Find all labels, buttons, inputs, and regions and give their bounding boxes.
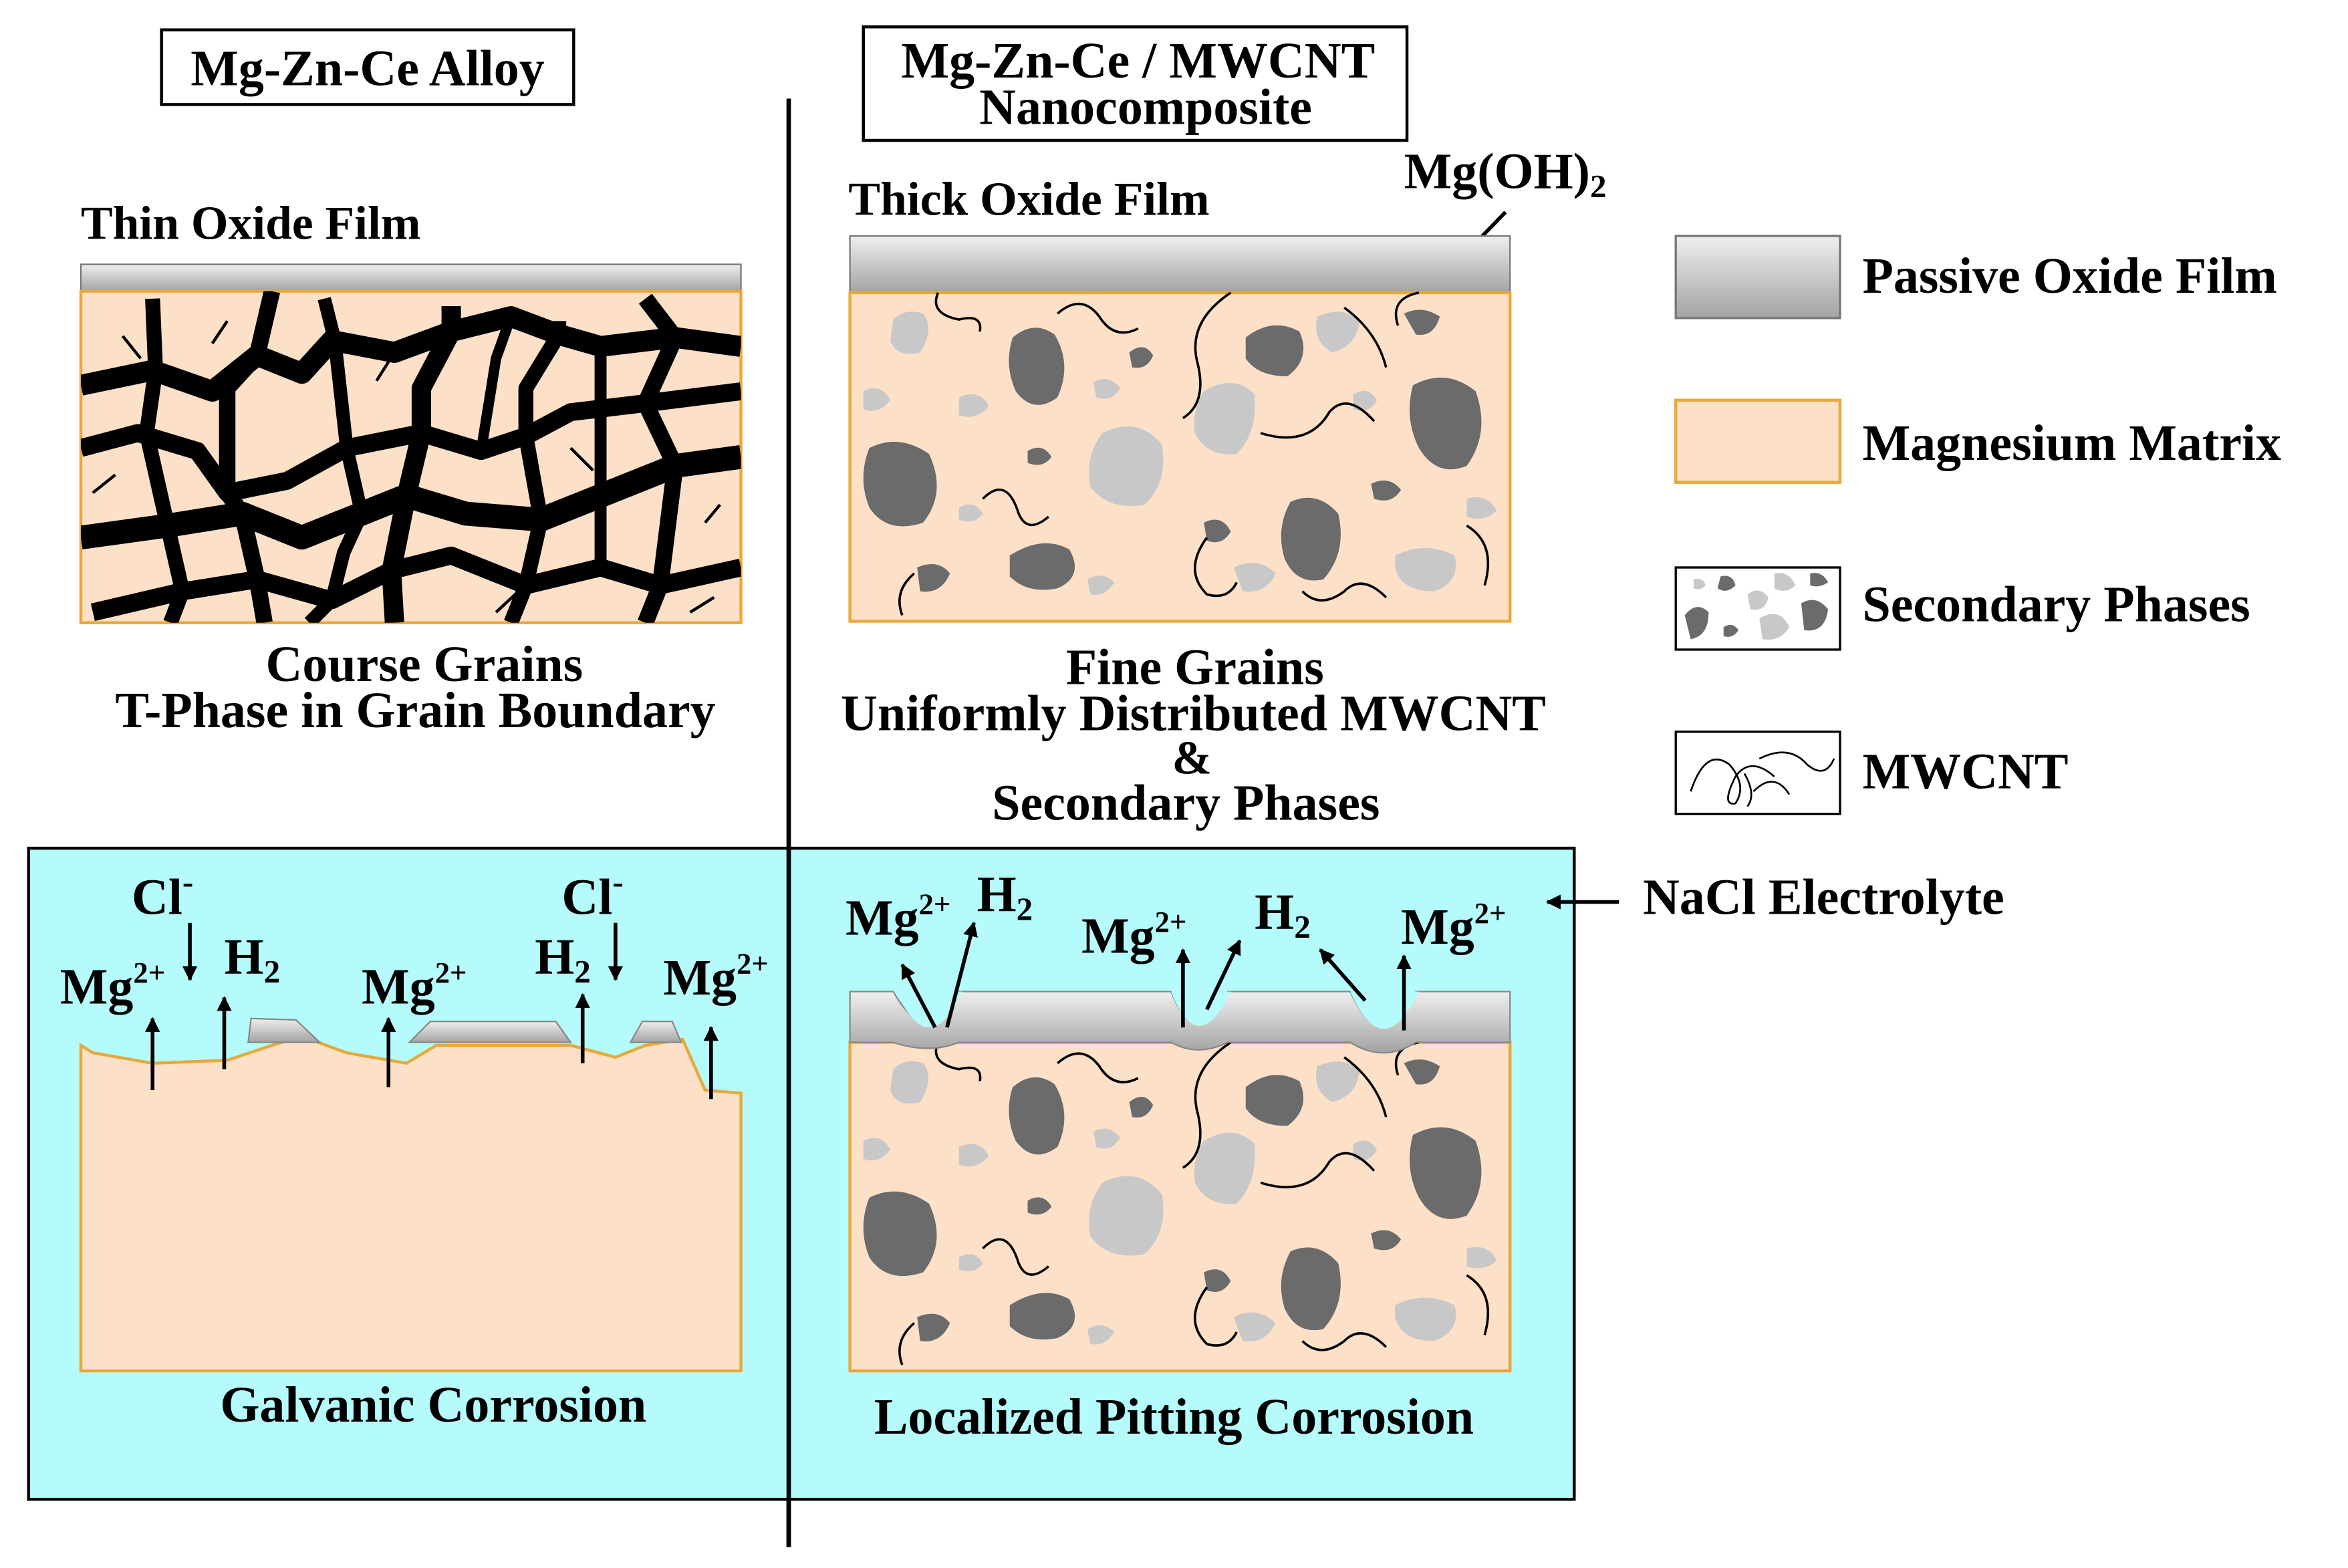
- pit-3: [1350, 991, 1419, 1029]
- composite-caption-mwcnt: Uniformly Distributed MWCNT: [841, 686, 1546, 742]
- composite-caption-ampersand: &: [1172, 731, 1212, 784]
- thin-oxide-film: [80, 263, 742, 292]
- h2-label-3: H2: [977, 866, 1033, 927]
- legend-mwcnt-lines: [1690, 751, 1835, 807]
- composite-title-box: [862, 25, 1409, 142]
- h2-arrow-4: [1205, 939, 1242, 1011]
- legend: Passive Oxide Film Magnesium Matrix Seco…: [1674, 235, 2282, 815]
- legend-label-mwcnt: MWCNT: [1863, 744, 2069, 800]
- oxide-remnant-2: [407, 1021, 573, 1043]
- legend-label-phases: Secondary Phases: [1863, 576, 2250, 632]
- mg-ion-label-3: Mg2+: [663, 947, 768, 1006]
- galvanic-corrosion-label: Galvanic Corrosion: [220, 1377, 646, 1433]
- thick-oxide-film-label: Thick Oxide Film: [848, 173, 1209, 226]
- alloy-caption-grains: Course Grains: [266, 636, 583, 692]
- legend-label-oxide: Passive Oxide Film: [1863, 248, 2277, 304]
- pit-1: [896, 991, 962, 1028]
- cl-ion-label-1: Cl-: [132, 864, 193, 925]
- alloy-title: Mg-Zn-Ce Alloy: [190, 40, 545, 96]
- cl-ion-label-2: Cl-: [561, 864, 623, 925]
- h2-arrow-5: [1319, 948, 1367, 1002]
- legend-phase-dots: [1684, 573, 1829, 640]
- mg-ion-label-2: Mg2+: [362, 956, 467, 1015]
- oxide-remnant-3: [629, 1021, 682, 1043]
- legend-swatch-matrix: [1674, 398, 1842, 484]
- alloy-caption-tphase: T-Phase in Grain Boundary: [115, 682, 715, 739]
- mg-ion-label-6: Mg2+: [1401, 896, 1506, 955]
- composite-title-line1: Mg-Zn-Ce / MWCNT: [901, 33, 1375, 89]
- legend-label-matrix: Magnesium Matrix: [1863, 415, 2282, 471]
- pit-2: [1171, 991, 1231, 1026]
- thin-oxide-film-label: Thin Oxide Film: [81, 197, 420, 249]
- composite-caption-grains: Fine Grains: [1066, 639, 1324, 695]
- thick-oxide-film: [849, 235, 1511, 294]
- nacl-electrolyte-label: NaCl Electrolyte: [1643, 869, 2004, 925]
- h2-label-2: H2: [535, 929, 591, 990]
- hydroxide-label: Mg(OH)2: [1404, 144, 1607, 205]
- legend-swatch-oxide: [1674, 235, 1841, 319]
- h2-label-1: H2: [224, 929, 280, 990]
- alloy-title-box: [160, 28, 575, 106]
- composite-title-line2: Nanocomposite: [979, 79, 1312, 135]
- mg-ion-label-1: Mg2+: [60, 956, 165, 1015]
- pitting-corrosion-label: Localized Pitting Corrosion: [874, 1389, 1474, 1445]
- h2-arrow-3: [945, 921, 978, 1028]
- mg-ion-label-5: Mg2+: [1081, 905, 1186, 964]
- h2-label-4: H2: [1255, 884, 1311, 945]
- mg-arrow-4: [900, 963, 937, 1029]
- composite-caption-phases: Secondary Phases: [992, 775, 1380, 831]
- corroded-alloy-matrix: [79, 1035, 743, 1373]
- legend-swatch-mwcnt: [1674, 731, 1841, 815]
- mg-ion-label-4: Mg2+: [845, 887, 950, 946]
- oxide-remnant-1: [247, 1017, 322, 1043]
